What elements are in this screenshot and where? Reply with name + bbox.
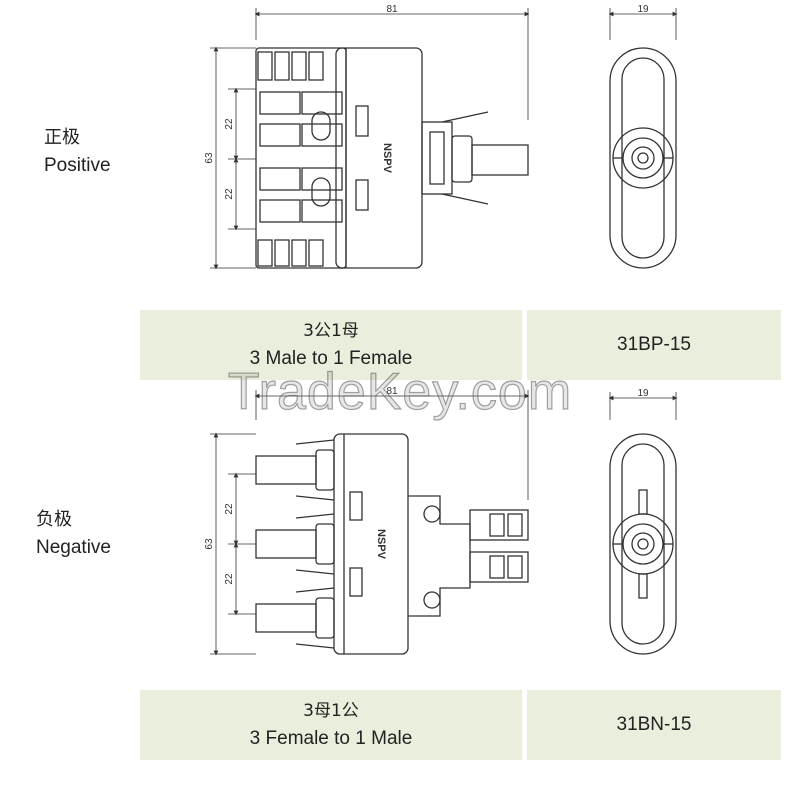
positive-label-zh: 正极 (44, 127, 80, 148)
positive-pitch-b-dim: 22 (224, 188, 235, 200)
watermark: TradeKey.com (227, 362, 573, 421)
positive-model-cell: 31BP-15 (527, 310, 781, 380)
positive-height-dim: 63 (204, 152, 215, 164)
negative-height-dim: 63 (204, 538, 215, 550)
positive-model: 31BP-15 (617, 334, 691, 355)
negative-depth-dim: 19 (637, 388, 649, 399)
positive-desc-cell: 3公1母 3 Male to 1 Female (140, 310, 522, 380)
negative-pitch-a-dim: 22 (224, 503, 235, 515)
positive-label: 正极 Positive (44, 124, 111, 180)
negative-model-cell: 31BN-15 (527, 690, 781, 760)
negative-brand-mark: NSPV (375, 529, 387, 560)
negative-label-zh: 负极 (36, 509, 72, 530)
positive-label-en: Positive (44, 155, 111, 176)
negative-desc-cell: 3母1公 3 Female to 1 Male (140, 690, 522, 760)
positive-width-dim: 81 (386, 4, 398, 15)
negative-label-en: Negative (36, 537, 111, 558)
positive-desc-en: 3 Male to 1 Female (249, 348, 413, 369)
negative-desc-en: 3 Female to 1 Male (249, 728, 413, 749)
positive-brand-mark: NSPV (381, 143, 393, 174)
negative-label: 负极 Negative (36, 506, 111, 562)
positive-pitch-a-dim: 22 (224, 118, 235, 130)
negative-side-view (608, 392, 678, 655)
negative-width-dim: 81 (386, 386, 398, 397)
negative-model: 31BN-15 (616, 714, 692, 735)
negative-front-view (210, 390, 530, 656)
positive-side-view (608, 8, 678, 269)
positive-desc-zh: 3公1母 (303, 321, 359, 341)
positive-depth-dim: 19 (637, 4, 649, 15)
positive-front-view (210, 8, 530, 270)
negative-pitch-b-dim: 22 (224, 573, 235, 585)
negative-desc-zh: 3母1公 (303, 701, 359, 721)
